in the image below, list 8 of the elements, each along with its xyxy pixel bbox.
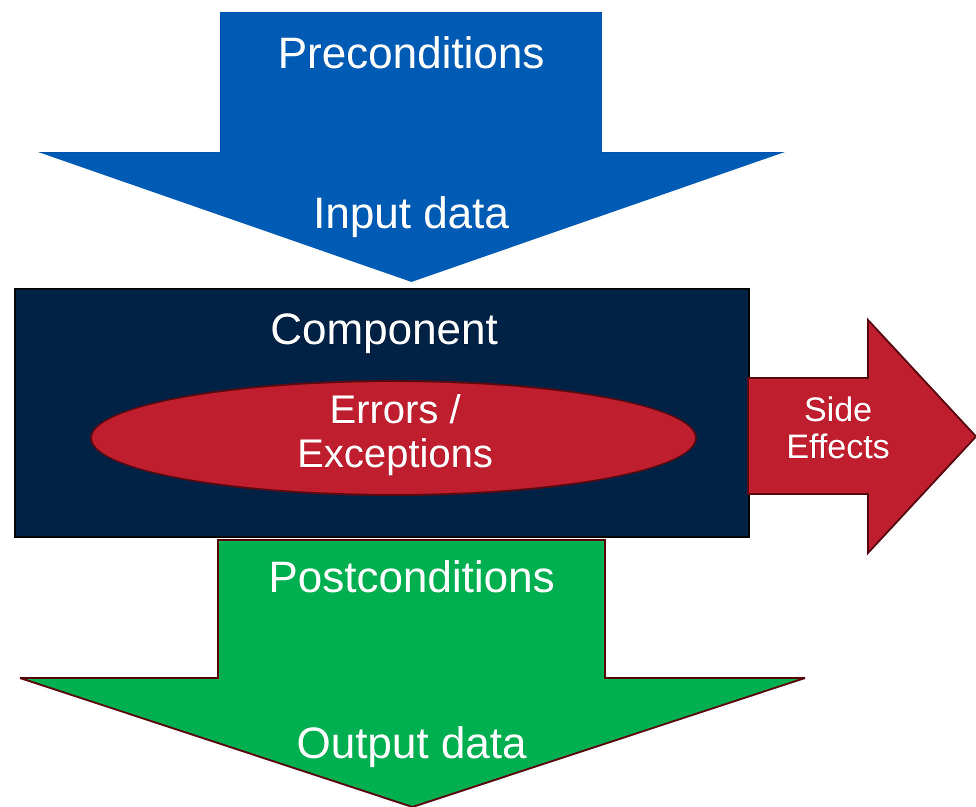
node-label: Errors / Exceptions (296, 388, 494, 476)
heading-label: Postconditions (267, 554, 556, 602)
heading-label: Preconditions (276, 30, 546, 78)
node-label: Component (269, 306, 499, 354)
component-box (14, 288, 750, 538)
node-label: Output data (296, 720, 528, 768)
node-label: Side Effects (785, 392, 891, 467)
node-label: Input data (312, 190, 510, 238)
